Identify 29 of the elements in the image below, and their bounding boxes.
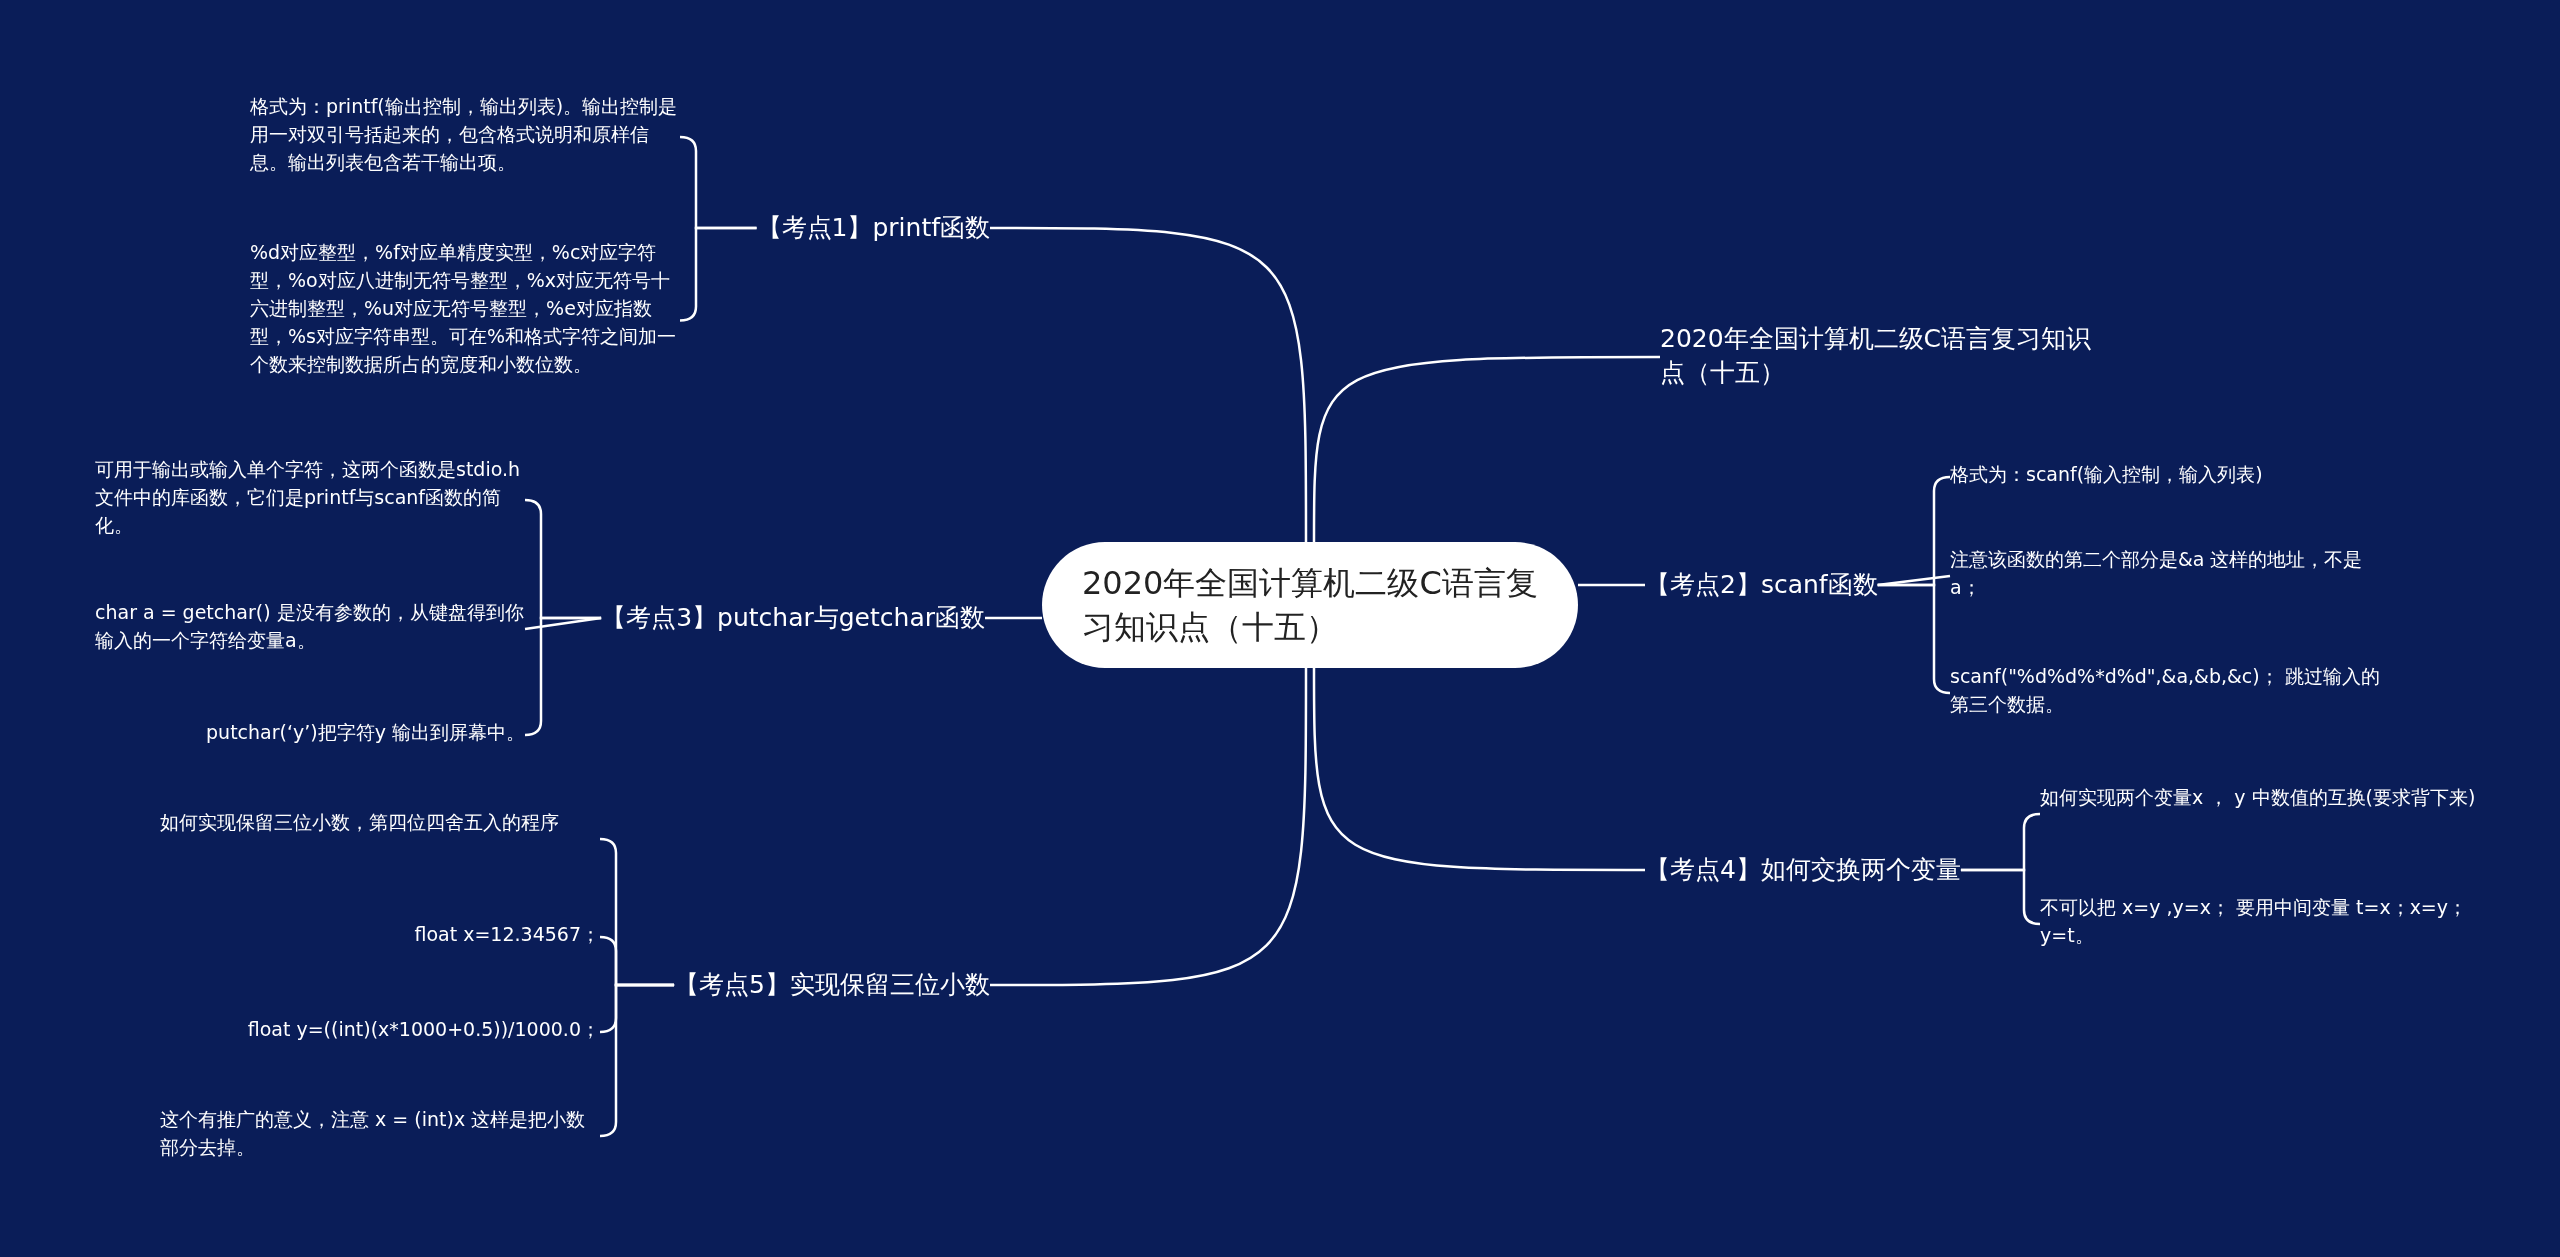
connector-line — [990, 226, 1308, 542]
note-text: char a = getchar() 是没有参数的，从键盘得到你输入的一个字符给变量a。 — [95, 598, 525, 660]
branch-label: 【考点2】scanf函数 — [1645, 562, 1878, 608]
branch-label: 2020年全国计算机二级C语言复习知识点（十五） — [1660, 322, 2100, 392]
branch-label: 【考点3】putchar与getchar函数 — [601, 595, 985, 641]
branch-label: 【考点1】printf函数 — [756, 205, 990, 251]
note-text: 不可以把 x=y ,y=x； 要用中间变量 t=x；x=y；y=t。 — [2040, 893, 2480, 955]
connector-line — [1578, 583, 1645, 587]
note-text: putchar(‘y’)把字符y 输出到屏幕中。 — [95, 718, 525, 752]
note-text: %d对应整型，%f对应单精度实型，%c对应字符型，%o对应八进制无符号整型，%x对应无符号十六进制整型，%u对应无符号整型，%e对应指数型，%s对应字符串型。可在%和格式字符之间加一个数来控制数据所占的宽度和小数位数。 — [250, 238, 680, 403]
note-text: 格式为：printf(输出控制，输出列表)。输出控制是用一对双引号括起来的，包含格式说明和原样信息。输出列表包含若干输出项。 — [250, 92, 680, 182]
note-text: 格式为：scanf(输入控制，输入列表) — [1950, 460, 2390, 494]
connector-line — [524, 616, 602, 631]
note-text: 可用于输出或输入单个字符，这两个函数是stdio.h文件中的库函数，它们是printf与scanf函数的简化。 — [95, 455, 525, 545]
note-text: 如何实现两个变量x ， y 中数值的互换(要求背下来) — [2040, 783, 2480, 845]
note-text: 这个有推广的意义，注意 x = (int)x 这样是把小数部分去掉。 — [160, 1105, 600, 1167]
connector-line — [1877, 574, 1951, 587]
note-text: float y=((int)(x*1000+0.5))/1000.0； — [160, 1015, 600, 1049]
branch-label: 【考点5】实现保留三位小数 — [674, 962, 990, 1008]
note-text: scanf("%d%d%*d%d",&a,&b,&c)； 跳过输入的第三个数据。 — [1950, 662, 2390, 724]
note-text: 如何实现保留三位小数，第四位四舍五入的程序 — [160, 808, 600, 870]
branch-label: 【考点4】如何交换两个变量 — [1645, 847, 1961, 893]
connector-line — [1312, 668, 1645, 872]
note-text: float x=12.34567； — [160, 920, 600, 954]
topic-pill: 2020年全国计算机二级C语言复习知识点（十五） — [1042, 542, 1578, 668]
connector-line — [990, 668, 1308, 987]
note-text: 注意该函数的第二个部分是&a 这样的地址，不是a； — [1950, 545, 2390, 607]
connector-line — [985, 616, 1042, 620]
connector-line — [1312, 355, 1660, 542]
